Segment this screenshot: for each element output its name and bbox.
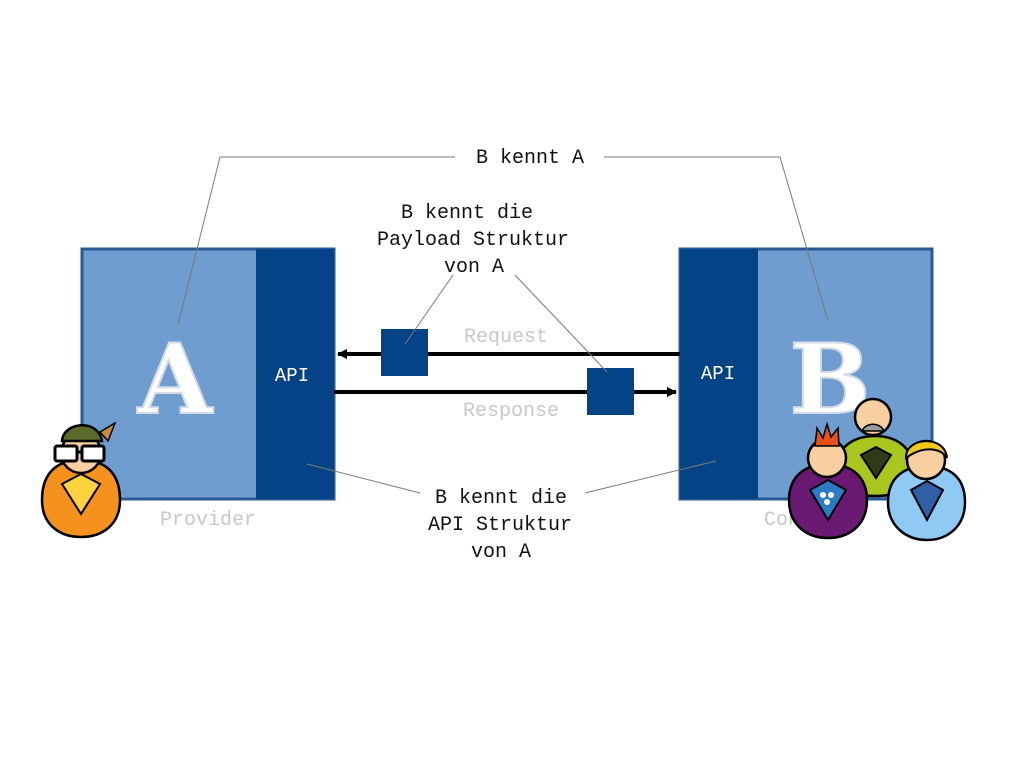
consumer-person-purple-icon [787,421,869,540]
provider-api-panel [256,249,334,499]
request-label: Request [464,326,548,349]
request-payload-square [381,329,428,376]
callout-payload-line-left [404,274,454,345]
callout-payload-line-right [514,274,608,373]
response-label: Response [463,400,559,423]
consumer-person-blue-icon [886,439,967,542]
callout-api-line3: von A [471,541,531,564]
provider-api-label: API [275,365,309,387]
consumer-api-label: API [701,363,735,385]
callout-api-line1: B kennt die [435,487,567,510]
provider-letter: A [137,323,214,436]
callout-payload-line2: Payload Struktur [377,229,569,252]
callout-top-line-right [604,156,829,322]
consumer-api-panel [680,249,758,499]
response-payload-square [587,368,634,415]
provider-box: A API [80,247,336,501]
callout-api-line-left [306,463,421,494]
callout-top-line-left [177,156,455,326]
callout-api-line2: API Struktur [428,514,572,537]
callout-api-line-right [584,460,717,494]
callout-top-text: B kennt A [476,147,584,170]
provider-role-label: Provider [160,509,256,532]
provider-person-icon [40,421,122,539]
callout-payload-line1: B kennt die [401,202,533,225]
callout-payload-line3: von A [444,256,504,279]
